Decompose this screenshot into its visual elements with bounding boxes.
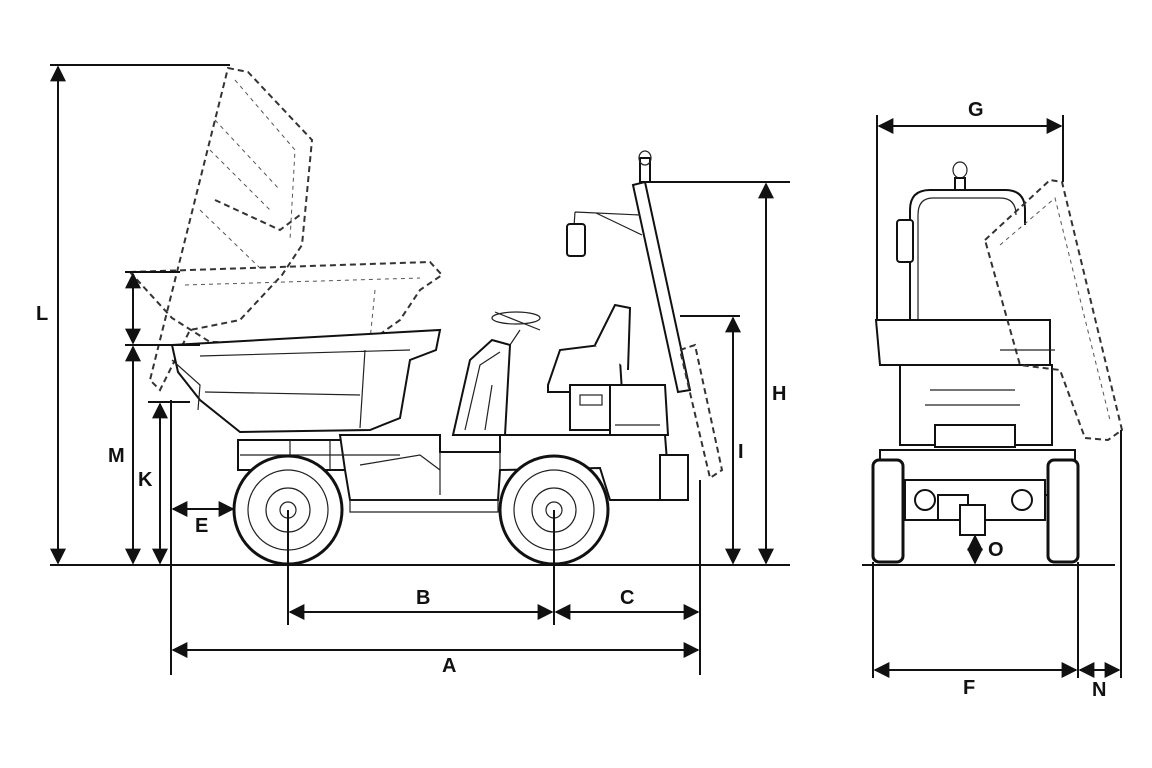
rops-frame xyxy=(566,150,692,394)
dim-label-N: N xyxy=(1092,679,1106,701)
dim-label-O: O xyxy=(988,539,1004,561)
operator-console xyxy=(451,311,541,436)
dim-label-B: B xyxy=(416,587,430,609)
dim-label-E: E xyxy=(195,515,208,537)
side-view xyxy=(127,66,724,625)
dim-label-A: A xyxy=(442,655,456,677)
dim-label-C: C xyxy=(620,587,634,609)
skip-raised-mid xyxy=(127,260,444,347)
dim-label-G: G xyxy=(968,99,984,121)
dim-label-M: M xyxy=(108,445,125,467)
dim-label-I: I xyxy=(738,441,744,463)
rear-panel xyxy=(678,343,724,480)
skip xyxy=(170,328,442,434)
dim-label-K: K xyxy=(138,469,153,491)
dim-label-L: L xyxy=(36,303,48,325)
dim-label-H: H xyxy=(772,383,786,405)
skip-raised-high xyxy=(148,66,314,392)
seat xyxy=(547,303,670,436)
front-view xyxy=(871,161,1124,564)
dim-label-F: F xyxy=(963,677,975,699)
